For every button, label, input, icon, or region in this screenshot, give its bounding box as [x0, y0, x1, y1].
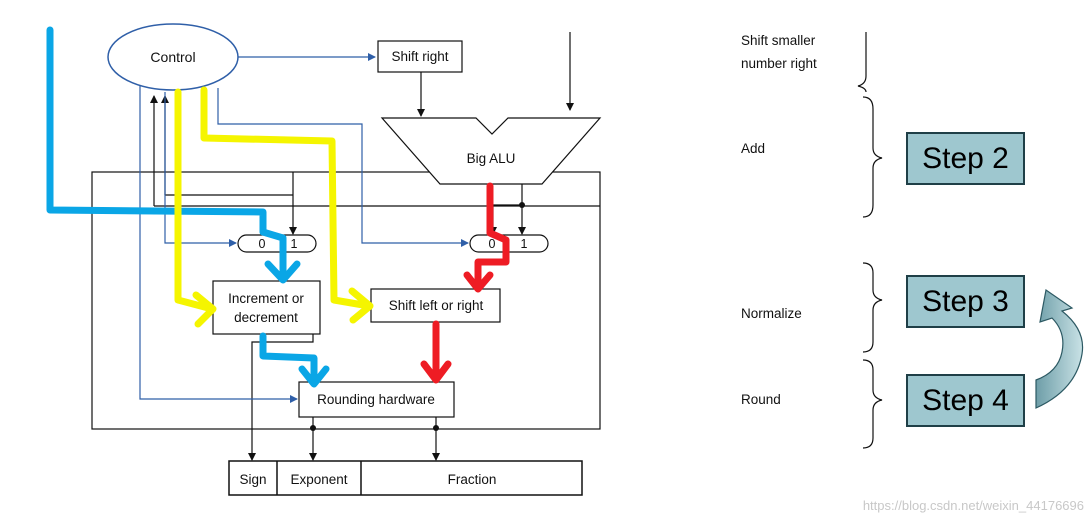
mux-left-input-0: 0	[259, 237, 266, 251]
shift-right-label: Shift right	[391, 49, 448, 64]
yellow-arrowhead-2	[348, 287, 374, 324]
control-wires	[139, 53, 469, 403]
incdec-label-line1: Increment or	[228, 291, 304, 306]
watermark: https://blog.csdn.net/weixin_44176696	[862, 498, 1084, 513]
loop-back-arrow	[1035, 288, 1084, 409]
yellow-highlight-path	[174, 88, 216, 313]
incdec-label-line2: decrement	[234, 310, 298, 325]
shift-right-box	[377, 40, 463, 73]
result-register	[228, 460, 583, 496]
control-unit	[107, 23, 239, 91]
yellow-arrowhead	[192, 291, 217, 328]
rounding-hardware-box	[298, 381, 455, 418]
yellow-highlight-path-2	[200, 86, 373, 310]
shift-left-right-box	[370, 288, 501, 323]
junction-dot	[433, 425, 439, 431]
step-2-box: Step 2	[906, 132, 1025, 185]
datapath-frame	[91, 171, 601, 430]
step-add-label: Add	[741, 141, 766, 156]
step-normalize-label: Normalize	[741, 306, 802, 321]
sign-field-label: Sign	[239, 472, 266, 487]
rounding-hardware-label: Rounding hardware	[317, 392, 435, 407]
blue-highlight-path-2	[259, 332, 318, 386]
big-alu	[380, 117, 602, 185]
blue-highlight-path	[46, 26, 287, 282]
junction-dot	[310, 425, 316, 431]
red-arrowhead-2	[420, 360, 452, 384]
mux-right-input-0: 0	[489, 237, 496, 251]
mux-right-input-1: 1	[521, 237, 528, 251]
red-highlight-path	[474, 182, 510, 292]
step-shift-label-line1: Shift smaller	[741, 33, 816, 48]
red-arrowhead	[463, 271, 494, 293]
fraction-field-label: Fraction	[448, 472, 497, 487]
big-alu-label: Big ALU	[467, 151, 516, 166]
exponent-field-label: Exponent	[290, 472, 347, 487]
blue-arrowhead-2	[298, 365, 330, 388]
blue-arrowhead	[264, 260, 301, 284]
mux-left-input-1: 1	[291, 237, 298, 251]
step-round-label: Round	[741, 392, 781, 407]
control-label: Control	[150, 49, 195, 65]
step-braces	[857, 32, 883, 449]
step-4-box: Step 4	[906, 374, 1025, 427]
increment-decrement-box	[212, 280, 321, 335]
junction-dot	[519, 202, 525, 208]
step-shift-label-line2: number right	[741, 56, 817, 71]
step-3-box: Step 3	[906, 275, 1025, 328]
shift-left-right-label: Shift left or right	[389, 298, 484, 313]
